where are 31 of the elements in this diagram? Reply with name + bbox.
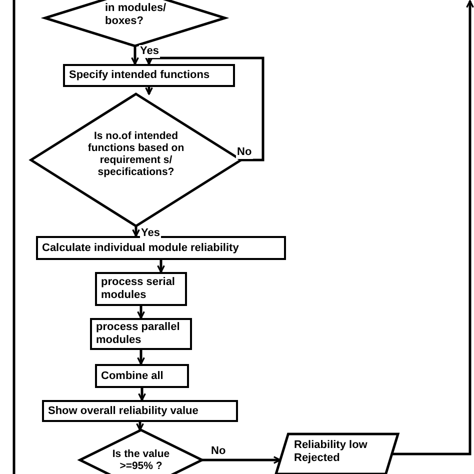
arrow bbox=[157, 260, 165, 273]
arrow bbox=[392, 0, 474, 456]
process-box bbox=[95, 272, 187, 306]
edge-label: No bbox=[236, 146, 253, 159]
arrow bbox=[145, 86, 153, 95]
edge-label: Yes bbox=[139, 45, 160, 58]
edge-label: Yes bbox=[140, 227, 161, 240]
process-box bbox=[63, 64, 235, 87]
arrow bbox=[137, 306, 145, 319]
node-text: process parallel modules bbox=[96, 321, 181, 347]
process-box bbox=[95, 364, 189, 388]
io-parallelogram bbox=[276, 434, 398, 474]
arrow bbox=[136, 422, 144, 431]
node-text: Specify intended functions bbox=[69, 69, 210, 82]
process-box bbox=[36, 236, 286, 260]
arrow bbox=[138, 388, 146, 401]
node-text: Calculate individual module reliability bbox=[42, 242, 239, 254]
process-box bbox=[90, 318, 192, 350]
node-text: Is the value >=95% ? bbox=[111, 448, 171, 472]
node-text: Combine all bbox=[101, 370, 164, 382]
node-text: Show overall reliability value bbox=[48, 404, 198, 418]
arrow bbox=[137, 350, 145, 365]
node-text: Reliability low Rejected bbox=[294, 439, 368, 465]
arrow bbox=[145, 56, 264, 162]
process-box bbox=[42, 400, 238, 422]
decision-diamond bbox=[80, 430, 202, 474]
arrow bbox=[202, 456, 282, 464]
arrow bbox=[132, 226, 140, 237]
node-text: process serial modules bbox=[101, 276, 176, 302]
arrow bbox=[131, 46, 139, 65]
node-text: Is no.of intended functions based on requirement s/ specifications? bbox=[86, 130, 186, 178]
